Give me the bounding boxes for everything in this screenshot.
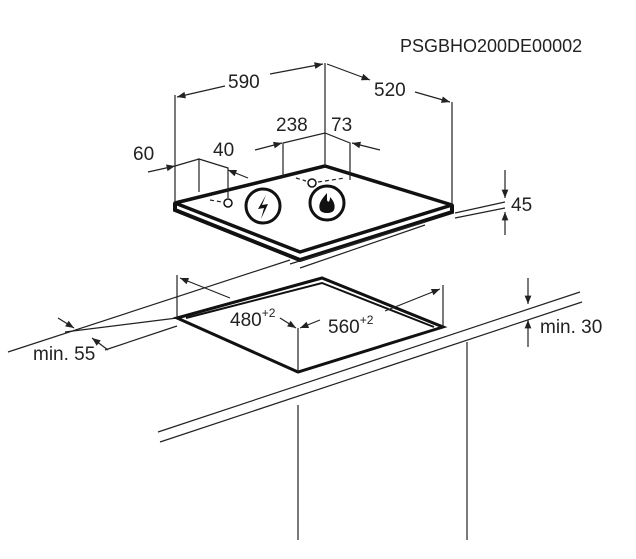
hob-dimension-lines [147,62,509,235]
depth-label: 520 [374,80,406,101]
knob-offset-b-label: 40 [213,140,234,161]
knob-icon [307,178,317,188]
cutout-depth-label: 480+2 [230,306,276,331]
burner-offset-a-label: 238 [276,115,308,136]
model-code: PSGBHO200DE00002 [400,36,582,56]
height-label: 45 [511,195,532,216]
cutout-width-label: 560+2 [328,313,374,338]
worktop [7,224,583,540]
min-front-label: min. 55 [33,344,95,365]
burner-offset-b-label: 73 [331,115,352,136]
width-label: 590 [228,72,260,93]
electric-bolt-icon [244,187,282,225]
knob-icon [223,198,233,208]
gas-flame-icon [308,184,346,222]
min-worktop-label: min. 30 [540,317,602,338]
cutout [57,275,532,374]
knob-offset-a-label: 60 [133,144,154,165]
